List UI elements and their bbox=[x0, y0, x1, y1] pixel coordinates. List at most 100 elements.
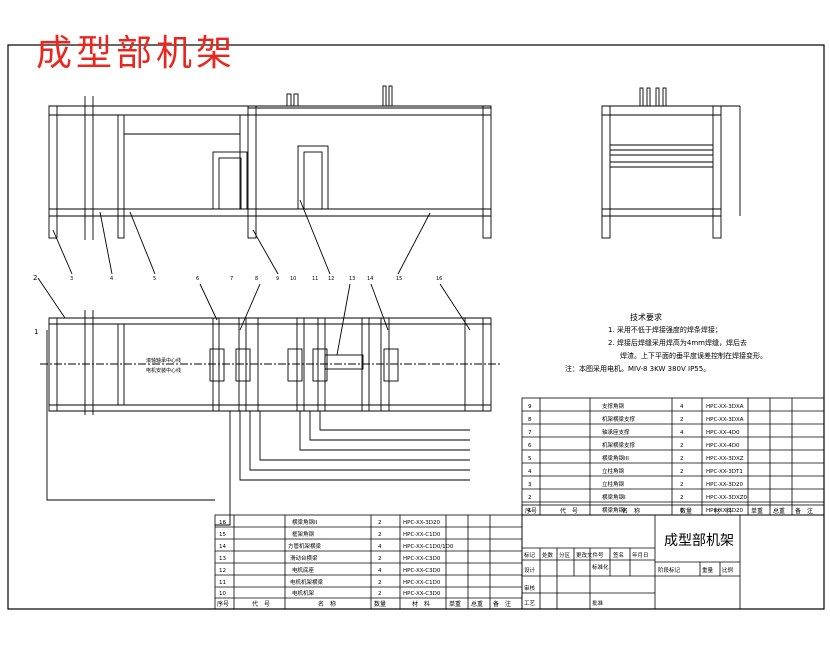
svg-text:序号: 序号 bbox=[217, 600, 229, 608]
svg-text:名 称: 名 称 bbox=[318, 600, 336, 608]
svg-text:7: 7 bbox=[528, 430, 532, 436]
svg-text:总重: 总重 bbox=[471, 600, 483, 608]
svg-text:数量: 数量 bbox=[374, 600, 386, 608]
svg-text:批准: 批准 bbox=[592, 599, 604, 607]
label-16: 16 bbox=[436, 276, 442, 282]
label-3: 3 bbox=[70, 276, 73, 282]
title-block-text: 成型部机架 标记 处数 分区 更改文件号 签名 年月日 设计 标准化 阶段标记 … bbox=[524, 533, 734, 607]
svg-text:单重: 单重 bbox=[751, 507, 763, 515]
svg-text:代 号: 代 号 bbox=[560, 507, 578, 515]
svg-text:2: 2 bbox=[680, 495, 684, 501]
svg-text:HPC-XX-C1D0: HPC-XX-C1D0 bbox=[403, 580, 441, 586]
svg-text:签名: 签名 bbox=[613, 551, 624, 559]
svg-text:HPC-XX-C1D0: HPC-XX-C1D0 bbox=[403, 532, 441, 538]
svg-text:横梁角钢I: 横梁角钢I bbox=[602, 493, 626, 501]
svg-text:备 注: 备 注 bbox=[493, 600, 511, 608]
svg-text:2: 2 bbox=[378, 532, 382, 538]
label-4: 4 bbox=[110, 276, 113, 282]
svg-text:机架横梁支撑: 机架横梁支撑 bbox=[602, 415, 636, 423]
svg-text:总重: 总重 bbox=[773, 507, 785, 515]
svg-text:序号: 序号 bbox=[525, 507, 537, 515]
label-5: 5 bbox=[153, 276, 156, 282]
svg-text:1: 1 bbox=[528, 508, 532, 514]
svg-text:HPC-XX-3DXZ0: HPC-XX-3DXZ0 bbox=[706, 495, 748, 501]
technical-notes: 技术要求 1. 采用不低于焊接强度的焊条焊接； 2. 焊接后焊缝采用焊高为4mm… bbox=[565, 311, 790, 376]
svg-text:更改文件号: 更改文件号 bbox=[576, 551, 604, 559]
svg-text:4: 4 bbox=[680, 430, 684, 436]
bom-upper-header-text: 序号 代 号 名 称 数量 材 料 单重 总重 备 注 bbox=[525, 507, 813, 515]
svg-text:滑动台横梁: 滑动台横梁 bbox=[290, 554, 318, 562]
svg-text:HPC-XX-3D20: HPC-XX-3D20 bbox=[706, 508, 743, 514]
label-8: 8 bbox=[255, 276, 258, 282]
label-15: 15 bbox=[396, 276, 402, 282]
svg-text:设计: 设计 bbox=[524, 566, 536, 574]
svg-text:备 注: 备 注 bbox=[795, 507, 813, 515]
bom-lower-table bbox=[214, 514, 523, 610]
svg-text:横梁角钢II: 横梁角钢II bbox=[292, 518, 318, 526]
top-view-labels: 2 1 滚轴轴承中心线 电机安装中心线 bbox=[33, 274, 181, 374]
svg-text:重量: 重量 bbox=[702, 566, 714, 574]
svg-text:阶段标记: 阶段标记 bbox=[658, 566, 681, 574]
svg-text:分区: 分区 bbox=[559, 551, 571, 559]
front-view bbox=[48, 85, 492, 275]
label-6: 6 bbox=[196, 276, 199, 282]
svg-text:HPC-XX-C1D0/1D0: HPC-XX-C1D0/1D0 bbox=[403, 544, 454, 550]
svg-text:方管机架横梁: 方管机架横梁 bbox=[288, 542, 322, 550]
svg-text:9: 9 bbox=[528, 404, 532, 410]
svg-text:2: 2 bbox=[680, 469, 684, 475]
svg-text:4: 4 bbox=[378, 568, 382, 574]
svg-text:2: 2 bbox=[378, 580, 382, 586]
svg-text:11: 11 bbox=[219, 580, 226, 586]
svg-text:2: 2 bbox=[680, 443, 684, 449]
label-14: 14 bbox=[367, 276, 373, 282]
svg-text:单重: 单重 bbox=[449, 600, 461, 608]
svg-text:横梁角钢III: 横梁角钢III bbox=[602, 454, 629, 462]
svg-text:8: 8 bbox=[528, 417, 532, 423]
label-2: 2 bbox=[33, 274, 37, 282]
svg-text:2: 2 bbox=[378, 520, 382, 526]
svg-text:立柱角钢: 立柱角钢 bbox=[602, 480, 625, 488]
motor-note-1: 滚轴轴承中心线 bbox=[146, 357, 181, 364]
notes-heading: 技术要求 bbox=[630, 313, 662, 322]
svg-text:HPC-XX-4D0: HPC-XX-4D0 bbox=[706, 430, 740, 436]
svg-text:电机机架: 电机机架 bbox=[292, 589, 315, 597]
svg-text:HPC-XX-3D20: HPC-XX-3D20 bbox=[403, 520, 440, 526]
front-view-labels: 3 4 5 6 7 8 9 10 11 12 13 14 15 16 bbox=[70, 276, 442, 282]
svg-text:2: 2 bbox=[378, 591, 382, 597]
bom-upper-table bbox=[521, 397, 825, 516]
svg-text:HPC-XX-C3D0: HPC-XX-C3D0 bbox=[403, 591, 441, 597]
svg-text:16: 16 bbox=[219, 520, 226, 526]
label-12: 12 bbox=[328, 276, 334, 282]
svg-text:材 料: 材 料 bbox=[412, 600, 430, 608]
drawing-name: 成型部机架 bbox=[664, 533, 734, 549]
svg-text:数量: 数量 bbox=[680, 507, 692, 515]
svg-text:2: 2 bbox=[528, 495, 532, 501]
label-9: 9 bbox=[276, 276, 279, 282]
svg-text:支撑角钢: 支撑角钢 bbox=[602, 402, 625, 410]
svg-text:13: 13 bbox=[219, 556, 226, 562]
label-11: 11 bbox=[312, 276, 318, 282]
svg-text:15: 15 bbox=[219, 532, 226, 538]
svg-text:12: 12 bbox=[219, 568, 226, 574]
svg-text:名 称: 名 称 bbox=[622, 507, 640, 515]
title-block bbox=[521, 514, 825, 610]
svg-text:轴承座支撑: 轴承座支撑 bbox=[602, 428, 630, 436]
drawing-title: 成型部机架 bbox=[36, 33, 237, 74]
svg-text:HPC-XX-3DXA: HPC-XX-3DXA bbox=[706, 417, 744, 423]
svg-text:HPC-XX-C3D0: HPC-XX-C3D0 bbox=[403, 568, 441, 574]
svg-text:2: 2 bbox=[680, 417, 684, 423]
svg-text:标记: 标记 bbox=[524, 551, 536, 559]
svg-text:5: 5 bbox=[528, 456, 532, 462]
svg-text:10: 10 bbox=[219, 591, 226, 597]
notes-line-2: 2. 焊接后焊缝采用焊高为4mm焊缝，焊后去 bbox=[608, 339, 747, 347]
svg-text:2: 2 bbox=[680, 482, 684, 488]
side-view bbox=[601, 87, 741, 239]
svg-text:工艺: 工艺 bbox=[524, 600, 536, 607]
svg-text:4: 4 bbox=[378, 544, 382, 550]
svg-text:14: 14 bbox=[219, 544, 226, 550]
svg-text:HPC-XX-4D0: HPC-XX-4D0 bbox=[706, 443, 740, 449]
svg-text:比例: 比例 bbox=[722, 566, 734, 574]
